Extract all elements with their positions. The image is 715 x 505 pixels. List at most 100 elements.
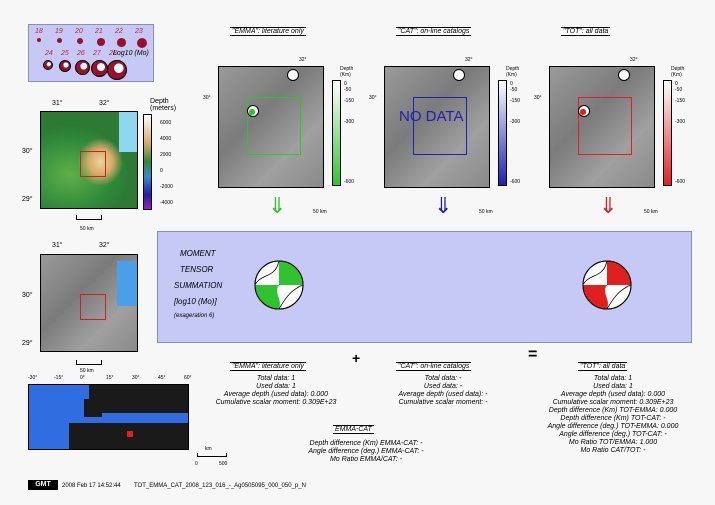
depth-legend-title: Depth (meters) <box>150 98 177 112</box>
equals-sign: = <box>528 346 538 363</box>
panel-focus-rect <box>247 97 301 155</box>
stats-line: Depth difference (Km) TOT-EMMA: 0.000 <box>548 407 678 414</box>
mag-ball <box>43 60 53 70</box>
panel-event-ball <box>247 105 259 117</box>
stats-line: Used data: 1 <box>593 383 633 390</box>
stats-line: Mo Ratio CAT/TOT: - <box>580 447 646 454</box>
summation-line-4: [log10 (Mo)] <box>174 297 217 306</box>
mag-label: 19 <box>55 28 63 35</box>
panel-focus-rect <box>413 97 467 155</box>
panel-depth-colorbar <box>332 80 341 186</box>
panel-depth-tick: -300 <box>510 119 521 125</box>
panel-left-tick: 30° <box>369 95 377 101</box>
gmt-logo: GMT <box>28 480 58 490</box>
panel-depth-title: Depth (Km) <box>671 66 685 78</box>
stats-line: Total data: 1 <box>593 375 633 382</box>
mag-label: 25 <box>61 50 69 57</box>
panel-depth-tick: -300 <box>675 119 686 125</box>
scale-label-2: 50 km <box>80 368 94 374</box>
panel-top-tick: 32° <box>465 57 473 63</box>
panel-top-tick: 32° <box>630 57 638 63</box>
stats-line: Angle difference (deg.) TOT-CAT: - <box>559 431 667 438</box>
summation-line-1: MOMENT <box>180 249 216 258</box>
depth-tick: -2000 <box>160 184 173 190</box>
focus-rect-2 <box>80 294 106 320</box>
depth-tick: 4000 <box>160 136 172 142</box>
mag-ball <box>77 38 84 45</box>
world-tick: 60° <box>184 375 192 381</box>
map2-ytick-1: 30° <box>22 292 33 299</box>
world-scale-500: 500 <box>219 461 228 467</box>
mag-label: 27 <box>93 50 101 57</box>
mag-ball <box>91 60 109 78</box>
panel-scale-label: 50 km <box>313 209 327 215</box>
emmacat-title: EMMA-CAT <box>333 425 374 434</box>
map1-xtick-2: 32° <box>99 100 110 107</box>
panel-legend-ball <box>618 69 630 81</box>
stats-line: Angle difference (deg.) TOT-EMMA: 0.000 <box>547 423 679 430</box>
panel-depth-tick: -50 <box>675 87 683 93</box>
mag-label: 21 <box>95 28 103 35</box>
panel-depth-tick: -300 <box>344 119 355 125</box>
stats-line: Mo Ratio TOT/EMMA: 1.000 <box>568 439 658 446</box>
map2-xtick-2: 32° <box>99 242 110 249</box>
panel-depth-tick: -150 <box>675 98 686 104</box>
depth-tick: 6000 <box>160 120 172 126</box>
panel-depth-tick: 0 <box>675 81 678 87</box>
mag-ball <box>75 60 90 75</box>
mag-label: 23 <box>135 28 143 35</box>
mag-label: 24 <box>45 50 53 57</box>
panel-title: "EMMA": literature only <box>230 27 306 36</box>
relief-map <box>40 254 138 352</box>
panel-legend-ball <box>453 69 465 81</box>
plus-sign: + <box>352 350 361 366</box>
stats-line: Cumulative scalar moment: 0.309E+23 <box>215 399 337 406</box>
panel-map <box>218 66 324 188</box>
tot-stats-title: "TOT": all data <box>578 362 628 371</box>
stats-line: Average depth (used data): 0.000 <box>223 391 329 398</box>
panel-depth-title: Depth (Km) <box>340 66 354 78</box>
location-marker <box>127 431 133 437</box>
emma-stats-title: "EMMA": literature only <box>230 362 306 371</box>
mag-ball <box>107 60 127 80</box>
beachball-emma <box>254 260 304 310</box>
mag-label: 26 <box>77 50 85 57</box>
map2-ytick-2: 29° <box>22 340 33 347</box>
footer-file: TOT_EMMA_CAT_2008_123_016_-_Ag0505095_00… <box>134 483 306 489</box>
map1-xtick-1: 31° <box>52 100 63 107</box>
stats-line: Average depth (used data): 0.000 <box>560 391 666 398</box>
mag-ball <box>59 60 72 73</box>
world-tick: 45° <box>158 375 166 381</box>
mag-ball <box>117 38 126 47</box>
panel-down-arrow: ⇓ <box>434 193 453 218</box>
mag-ball <box>37 38 41 42</box>
beachball-tot <box>582 260 632 310</box>
depth-tick: -4000 <box>160 200 173 206</box>
cat-stats-title: "CAT": on-line catalogs <box>396 362 472 371</box>
depth-tick: 2000 <box>160 152 172 158</box>
scale-label-1: 50 km <box>80 226 94 232</box>
panel-map <box>549 66 655 188</box>
map1-ytick-2: 29° <box>22 196 33 203</box>
panel-depth-title: Depth (Km) <box>506 66 520 78</box>
panel-depth-colorbar <box>663 80 672 186</box>
panel-depth-tick: -150 <box>510 98 521 104</box>
map1-ytick-1: 30° <box>22 148 33 155</box>
land-iberia <box>84 399 102 417</box>
land-europe <box>89 385 188 413</box>
mag-label: 22 <box>115 28 123 35</box>
summation-line-3: SUMMATION <box>174 281 223 290</box>
summation-line-5: (exageration 6) <box>174 313 215 319</box>
stats-line: Angle difference (deg.) EMMA-CAT: - <box>308 448 424 455</box>
no-data-label: NO DATA <box>399 108 464 125</box>
panel-title: "CAT": on-line catalogs <box>396 27 472 36</box>
world-tick: 30° <box>132 375 140 381</box>
world-tick: 0° <box>80 375 85 381</box>
panel-title: "TOT": all data <box>561 27 611 36</box>
stats-line: Mo Ratio EMMA/CAT: - <box>329 456 403 463</box>
mag-ball <box>57 38 63 44</box>
panel-left-tick: 30° <box>203 95 211 101</box>
world-tick: -30° <box>28 375 38 381</box>
world-tick: -15° <box>54 375 64 381</box>
world-map <box>28 384 189 450</box>
